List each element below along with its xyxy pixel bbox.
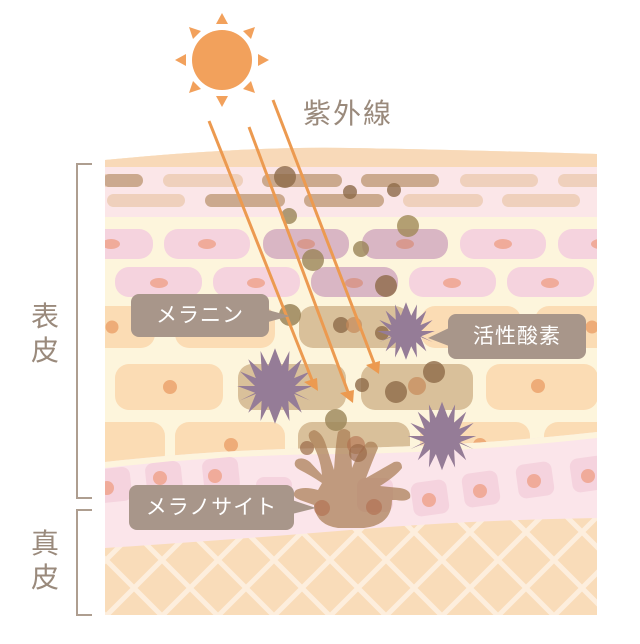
uv-rays bbox=[207, 99, 380, 403]
reactive-oxygen-label: 活性酸素 bbox=[448, 314, 586, 359]
dermis-label: 真皮 bbox=[30, 527, 59, 594]
label-pointers bbox=[268, 310, 449, 514]
melanin-label: メラニン bbox=[131, 294, 269, 337]
sun-icon bbox=[175, 13, 269, 107]
layer-brackets bbox=[76, 163, 92, 616]
stratum-corneum-top bbox=[105, 147, 597, 170]
spinous-cells-row-1 bbox=[105, 229, 597, 259]
epidermis-bracket bbox=[76, 163, 92, 499]
spinous-cells-row-2 bbox=[115, 267, 594, 297]
corneocytes bbox=[105, 174, 597, 207]
prickle-cells-row-2 bbox=[115, 364, 597, 410]
uv-title: 紫外線 bbox=[303, 97, 394, 130]
epidermis-label: 表皮 bbox=[30, 300, 59, 367]
skin-cross-section bbox=[105, 147, 597, 615]
melanocyte-label: メラノサイト bbox=[129, 485, 294, 530]
dermis-bracket bbox=[76, 509, 92, 616]
